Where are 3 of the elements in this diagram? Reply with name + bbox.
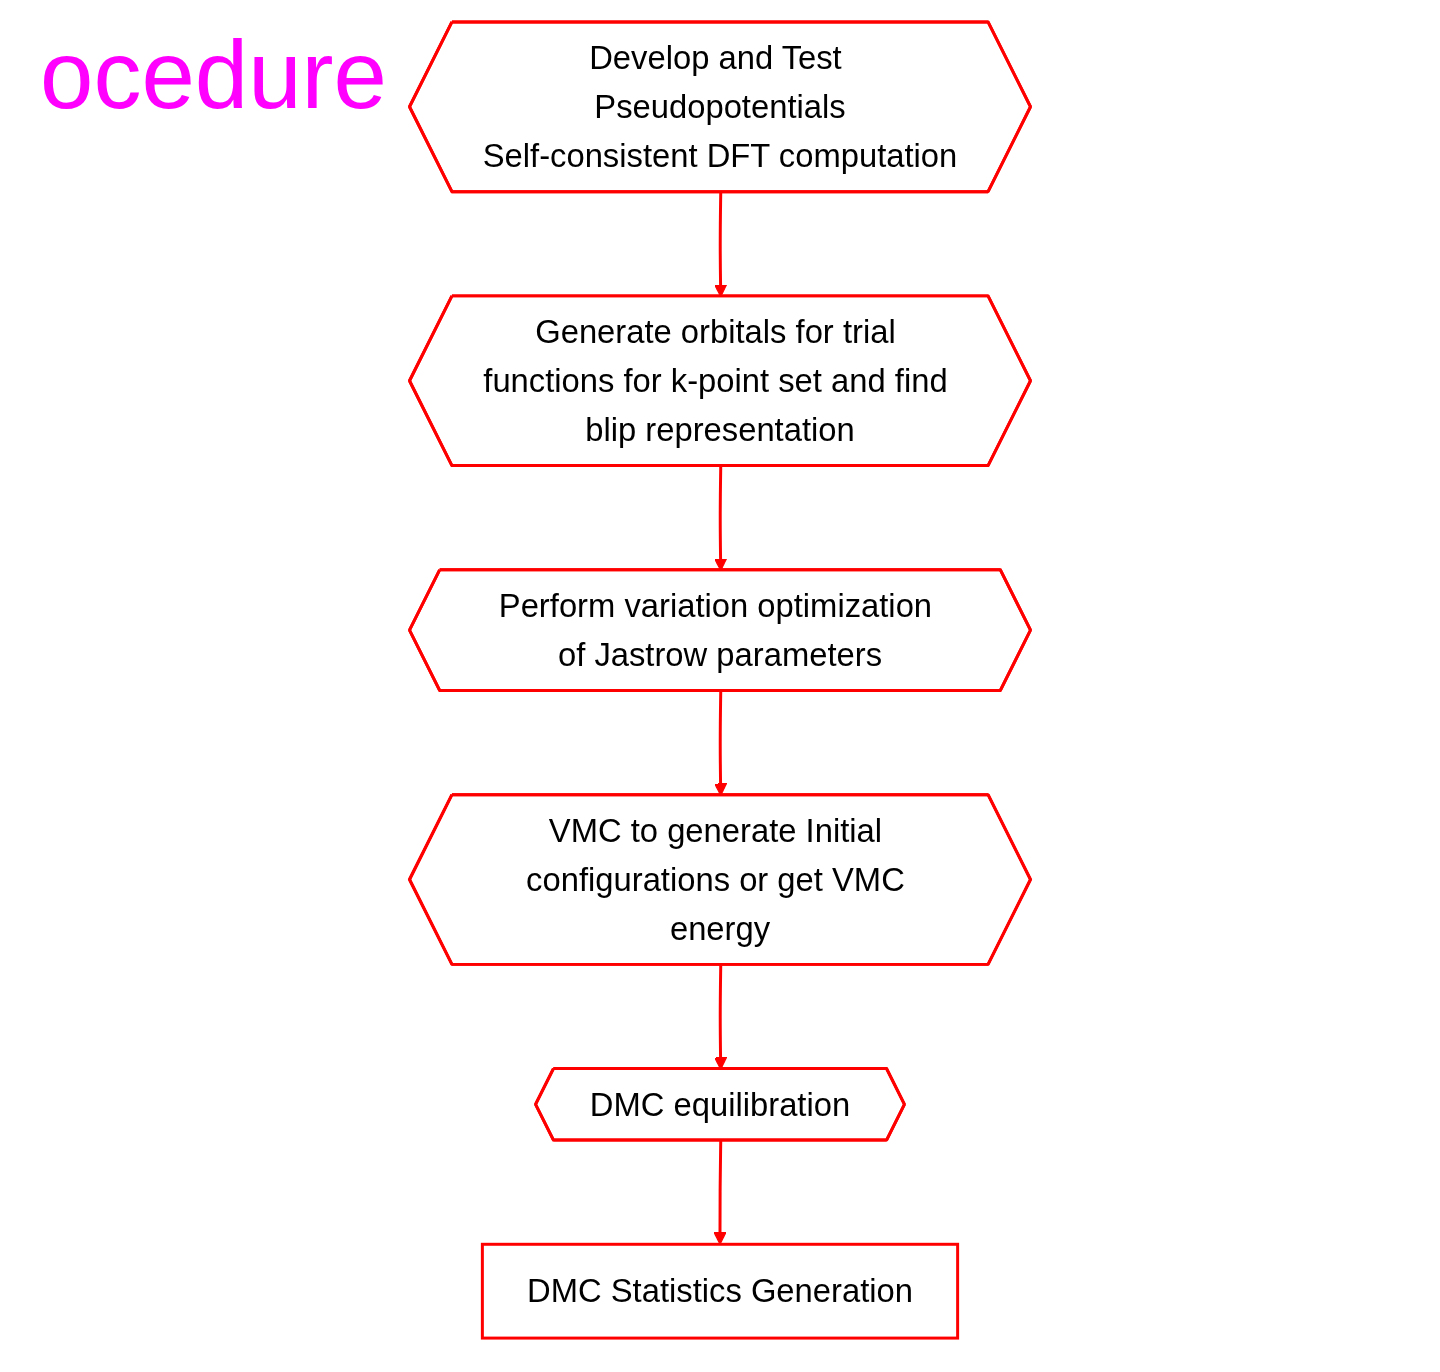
node-box: DMC Statistics Generation <box>480 1242 960 1340</box>
arrow <box>713 1140 727 1245</box>
title: ocedure <box>40 20 387 130</box>
